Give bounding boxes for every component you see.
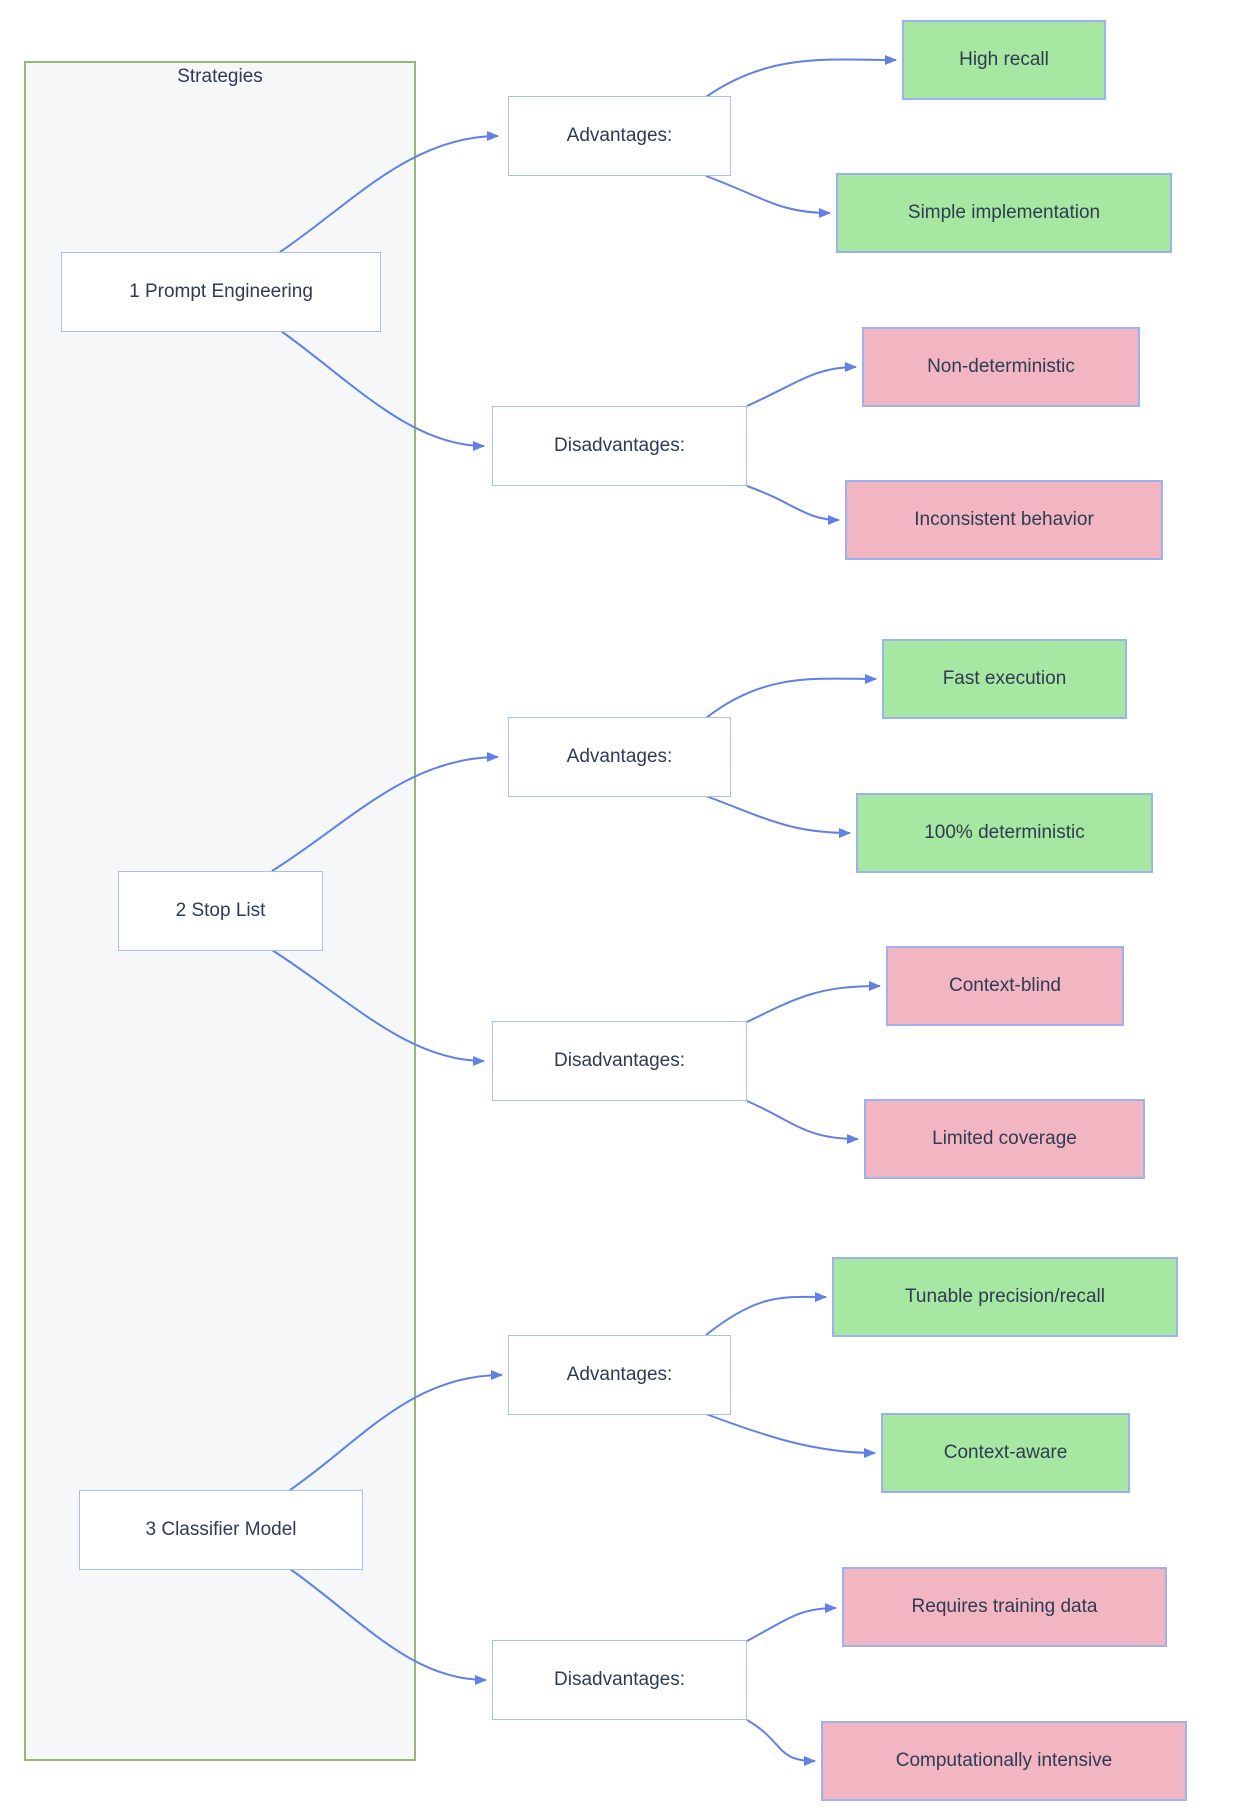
edge-disadvantages3-leaf2 xyxy=(746,1719,816,1766)
edge-disadvantages2-leaf2 xyxy=(746,1100,859,1144)
disadvantage-leaf-3-2: Computationally intensive xyxy=(821,1721,1187,1801)
advantages-node-1: Advantages: xyxy=(508,96,731,176)
edge-advantages2-leaf1 xyxy=(705,673,877,719)
edge-advantages3-leaf1 xyxy=(705,1291,827,1336)
advantage-leaf-3-2: Context-aware xyxy=(881,1413,1130,1493)
disadvantage-leaf-2-1: Context-blind xyxy=(886,946,1124,1026)
disadvantage-leaf-3-1: Requires training data xyxy=(842,1567,1167,1647)
disadvantages-node-3: Disadvantages: xyxy=(492,1640,747,1720)
edge-advantages3-leaf2 xyxy=(705,1413,876,1458)
advantage-leaf-3-1: Tunable precision/recall xyxy=(832,1257,1178,1337)
strategies-group-title: Strategies xyxy=(177,66,263,87)
edge-disadvantages1-leaf2 xyxy=(746,485,840,525)
edge-advantages1-leaf1 xyxy=(705,54,897,98)
disadvantages-node-2: Disadvantages: xyxy=(492,1021,747,1101)
advantages-node-2: Advantages: xyxy=(508,717,731,797)
strategy-node-3: 3 Classifier Model xyxy=(79,1490,363,1570)
edge-disadvantages2-leaf1 xyxy=(746,981,881,1023)
advantage-leaf-1-1: High recall xyxy=(902,20,1106,100)
strategy-node-2: 2 Stop List xyxy=(118,871,323,951)
edge-advantages2-leaf2 xyxy=(705,795,851,838)
disadvantage-leaf-2-2: Limited coverage xyxy=(864,1099,1145,1179)
edge-disadvantages3-leaf1 xyxy=(746,1603,837,1642)
disadvantages-node-1: Disadvantages: xyxy=(492,406,747,486)
disadvantage-leaf-1-2: Inconsistent behavior xyxy=(845,480,1163,560)
advantages-node-3: Advantages: xyxy=(508,1335,731,1415)
disadvantage-leaf-1-1: Non-deterministic xyxy=(862,327,1140,407)
strategy-node-1: 1 Prompt Engineering xyxy=(61,252,381,332)
advantage-leaf-1-2: Simple implementation xyxy=(836,173,1172,253)
edge-disadvantages1-leaf1 xyxy=(746,362,857,407)
advantage-leaf-2-1: Fast execution xyxy=(882,639,1127,719)
advantage-leaf-2-2: 100% deterministic xyxy=(856,793,1153,873)
edge-advantages1-leaf2 xyxy=(705,175,831,218)
